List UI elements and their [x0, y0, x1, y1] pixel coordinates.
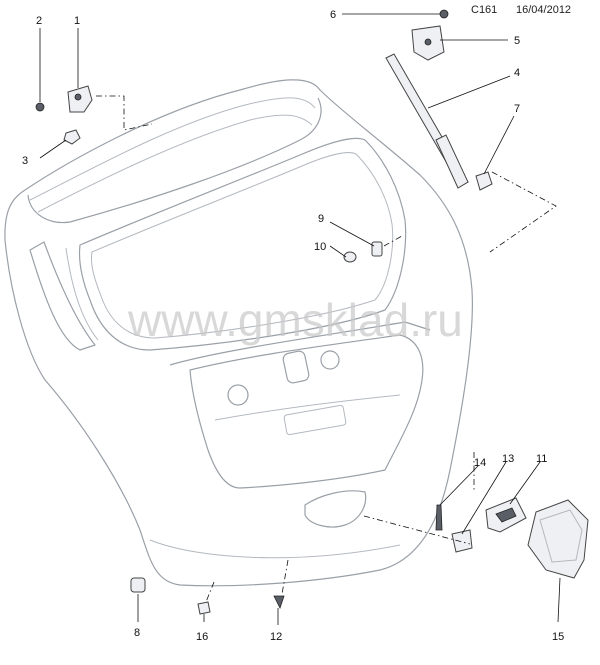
part-4-gas-strut — [385, 53, 469, 189]
part-11-latch-motor — [485, 497, 527, 533]
callout-16: 16 — [196, 631, 208, 643]
callout-14: 14 — [474, 457, 486, 469]
part-8-bump-stop — [130, 577, 146, 593]
diagram-date: 16/04/2012 — [516, 4, 572, 16]
callout-5: 5 — [514, 35, 520, 47]
part-14-screw — [435, 504, 443, 531]
part-5-strut-bracket — [411, 25, 445, 61]
callout-1: 1 — [74, 15, 80, 27]
callout-12: 12 — [270, 631, 282, 643]
part-7-ball-stud — [475, 171, 493, 191]
part-6-nut — [439, 9, 449, 19]
tailgate-body — [4, 79, 473, 587]
callout-8: 8 — [134, 627, 140, 639]
callout-13: 13 — [502, 453, 514, 465]
part-2-bolt — [35, 102, 45, 112]
part-10-cap — [343, 251, 357, 263]
callout-6: 6 — [330, 9, 336, 21]
callout-3: 3 — [22, 155, 28, 167]
callouts: 1 2 3 4 5 6 7 8 9 10 11 12 13 14 15 16 — [22, 9, 564, 643]
callout-15: 15 — [552, 631, 564, 643]
assembly-lines — [96, 95, 557, 603]
callout-2: 2 — [36, 15, 42, 27]
callout-7: 7 — [514, 103, 520, 115]
part-16-clip — [197, 601, 211, 615]
watermark: www.gmsklad.ru — [127, 294, 463, 346]
callout-4: 4 — [514, 67, 520, 79]
leader-lines — [39, 13, 561, 625]
part-3-nut — [63, 129, 81, 145]
callout-10: 10 — [314, 241, 326, 253]
part-9-switch — [371, 241, 383, 257]
callout-9: 9 — [318, 213, 324, 225]
part-1-hinge — [67, 85, 93, 113]
callout-11: 11 — [536, 453, 547, 465]
part-12-screw — [273, 595, 285, 610]
part-15-cover — [527, 499, 589, 579]
diagram-code: C161 — [471, 4, 498, 16]
